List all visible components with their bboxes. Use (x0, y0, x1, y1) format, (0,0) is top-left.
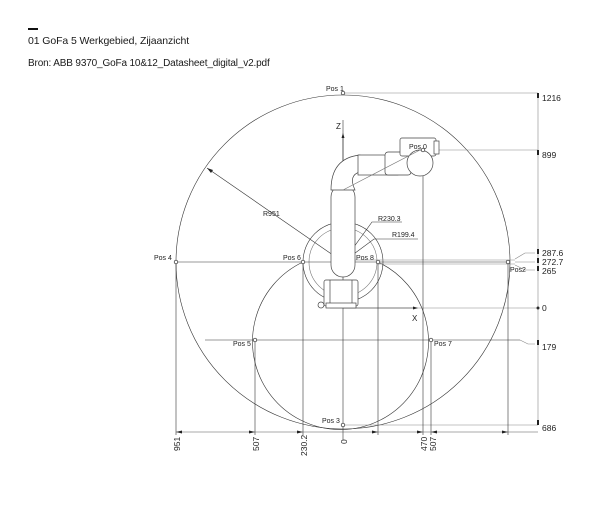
dim-179: 179 (542, 342, 556, 352)
dim-1216: 1216 (542, 93, 561, 103)
source-caption: Bron: ABB 9370_GoFa 10&12_Datasheet_digi… (28, 58, 270, 69)
page-title: 01 GoFa 5 Werkgebied, Zijaanzicht (28, 35, 190, 47)
dim-507-right: 507 (428, 437, 438, 451)
lower-reach-arc (252, 261, 429, 430)
pos2-label: Pos2 (510, 267, 526, 274)
dim-265: 265 (542, 266, 556, 276)
dim-287-6: 287.6 (542, 248, 564, 258)
radius-r951-label: R951 (263, 211, 280, 218)
robot-arm (317, 137, 440, 309)
pos8-label: Pos 8 (356, 255, 374, 262)
pos3-label: Pos 3 (322, 418, 340, 425)
dim-507-left: 507 (251, 437, 261, 451)
dim-899: 899 (542, 150, 556, 160)
dim-0-horizontal: 0 (339, 439, 349, 444)
dim-230-2: 230.2 (299, 434, 309, 456)
pos6-label: Pos 6 (283, 255, 301, 262)
x-axis-label: X (412, 314, 418, 323)
radius-r199-label: R199.4 (392, 232, 415, 239)
z-axis-label: Z (336, 122, 341, 131)
dim-272-7: 272.7 (542, 257, 564, 267)
pos7-label: Pos 7 (434, 341, 452, 348)
pos0-label: Pos 0 (409, 144, 427, 151)
dim-686: 686 (542, 423, 556, 433)
pos1-label: Pos 1 (326, 86, 344, 93)
pos5-label: Pos 5 (233, 341, 251, 348)
pos4-label: Pos 4 (154, 255, 172, 262)
title-dash (28, 28, 38, 30)
dim-951-horizontal: 951 (172, 437, 182, 451)
radius-r230-label: R230.3 (378, 216, 401, 223)
dim-470: 470 (419, 437, 429, 451)
dim-0-vertical: 0 (542, 303, 547, 313)
